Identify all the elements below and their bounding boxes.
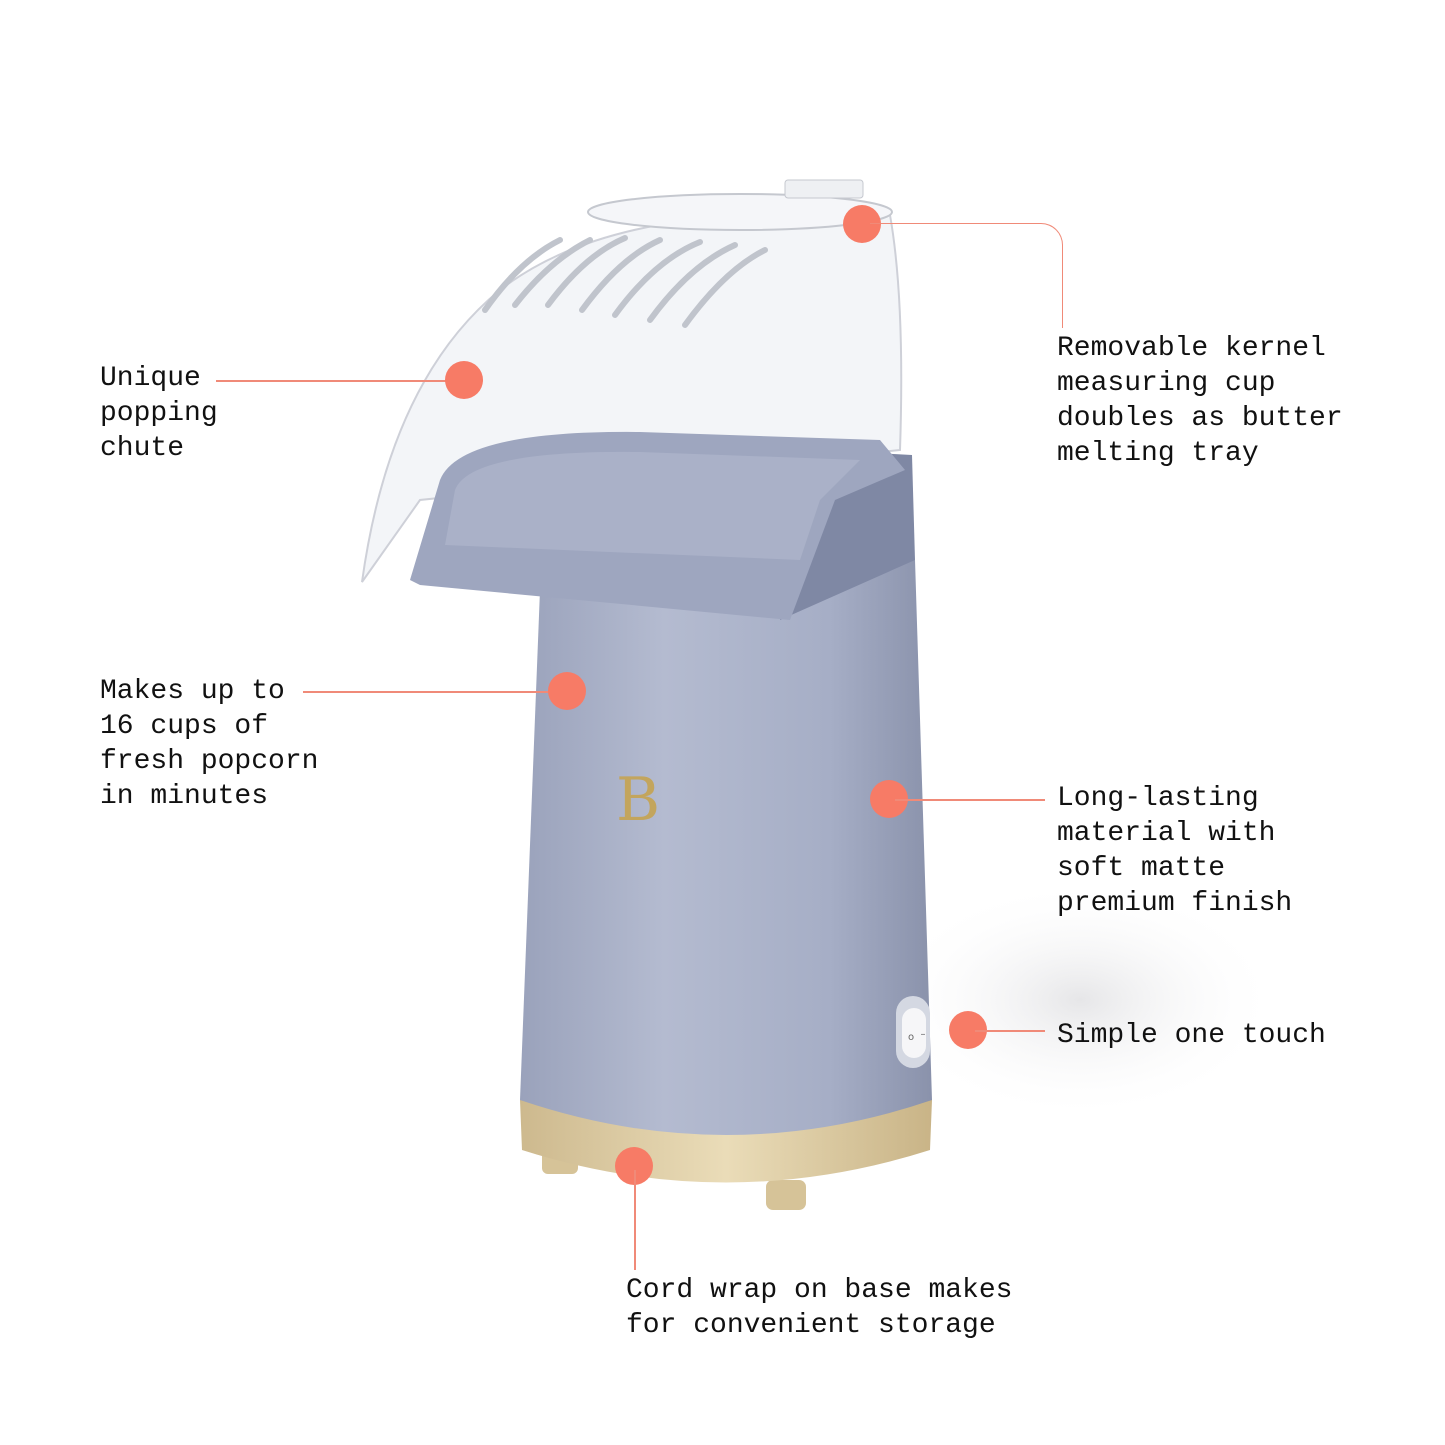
callout-line-text: Unique <box>100 363 201 394</box>
callout-line-text: soft matte <box>1057 853 1226 884</box>
cup-handle <box>784 179 864 199</box>
callout-line-text: material with <box>1057 818 1276 849</box>
switch-off-label: o <box>908 1032 914 1043</box>
callout-line <box>975 1030 1045 1032</box>
shadow <box>880 880 1280 1120</box>
callout-chute: Unique popping chute <box>100 361 218 466</box>
callout-line-text: Simple one touch <box>1057 1020 1326 1051</box>
callout-line <box>895 799 1045 801</box>
callout-line-text: doubles as butter <box>1057 403 1343 434</box>
callout-line-text: Removable kernel <box>1057 333 1326 364</box>
callout-measuring-cup: Removable kernel measuring cup doubles as … <box>1057 331 1343 471</box>
callout-line-text: Long-lasting <box>1057 783 1259 814</box>
measuring-cup <box>587 193 893 231</box>
callout-line-text: fresh popcorn <box>100 746 319 777</box>
callout-line <box>634 1170 636 1270</box>
callout-dot <box>445 361 483 399</box>
chute-vents <box>482 235 768 328</box>
callout-line <box>303 691 553 693</box>
callout-finish: Long-lasting material with soft matte premi… <box>1057 781 1292 921</box>
callout-capacity: Makes up to 16 cups of fresh popcorn in min… <box>100 674 318 814</box>
callout-line <box>216 380 456 382</box>
tray-inner <box>445 451 860 560</box>
callout-line-text: 16 cups of <box>100 711 269 742</box>
callout-cord-wrap: Cord wrap on base makes for convenient st… <box>626 1273 1012 1343</box>
callout-line-text: Cord wrap on base makes <box>626 1275 1013 1306</box>
callout-switch: Simple one touch <box>1057 1018 1326 1053</box>
callout-line-text: in minutes <box>100 781 269 812</box>
switch-on-label: – <box>921 1029 926 1040</box>
callout-line-text: premium finish <box>1057 888 1293 919</box>
callout-line-text: for convenient storage <box>626 1310 996 1341</box>
brand-logo-b: B <box>616 765 660 835</box>
callout-line-text: Makes up to <box>100 676 285 707</box>
callout-line <box>870 223 1063 328</box>
callout-line-text: chute <box>100 433 185 464</box>
callout-line-text: measuring cup <box>1057 368 1276 399</box>
callout-line-text: popping <box>100 398 218 429</box>
foot <box>766 1180 806 1210</box>
callout-dot <box>548 672 586 710</box>
body <box>520 560 932 1135</box>
callout-line-text: melting tray <box>1057 438 1259 469</box>
